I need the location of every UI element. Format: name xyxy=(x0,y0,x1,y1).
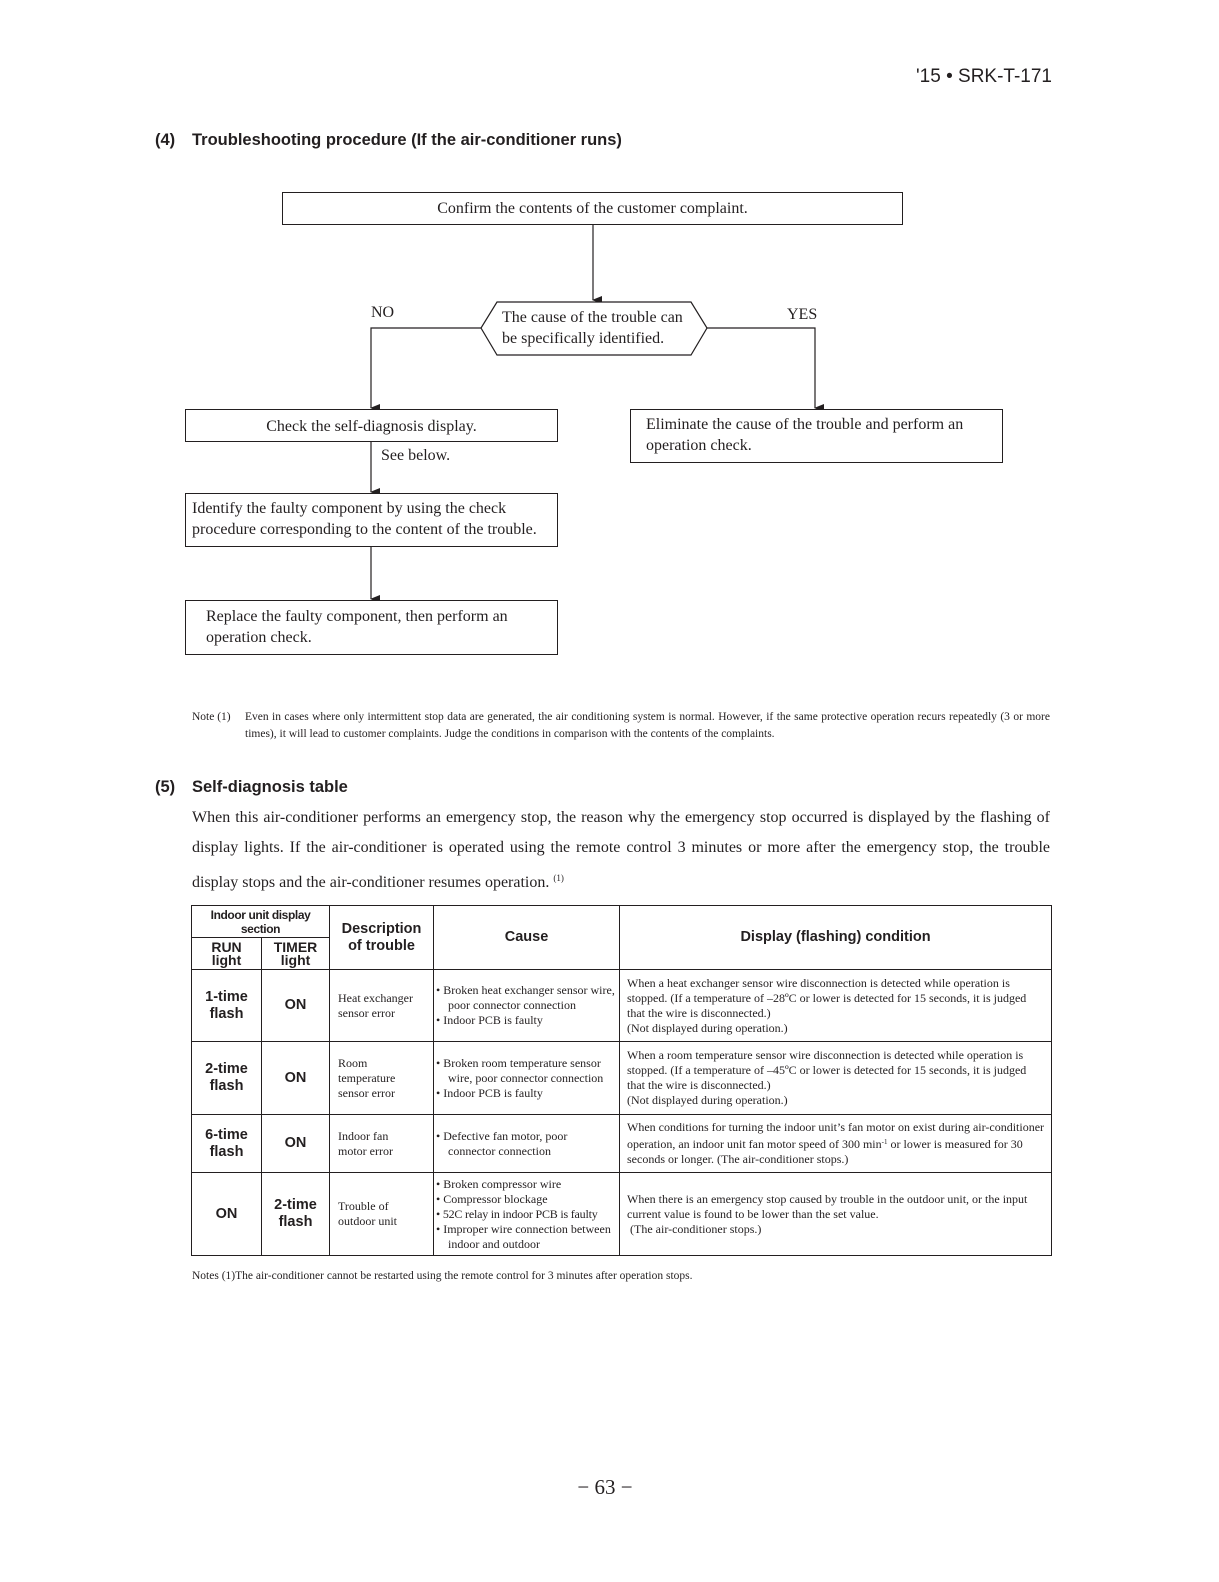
header-display-condition: Display (flashing) condition xyxy=(619,905,1053,970)
section-4-heading: (4) Troubleshooting procedure (If the ai… xyxy=(0,131,1219,151)
flow-eliminate-line2: operation check. xyxy=(646,437,752,454)
flow-see-below-label: See below. xyxy=(381,447,451,464)
section-5-title: Self-diagnosis table xyxy=(192,778,348,796)
note-1: Note (1) Even in cases where only interm… xyxy=(192,709,1050,742)
table-row: 1-time flash ON Heat exchanger sensor er… xyxy=(191,969,1053,1042)
header-timer-light: TIMER light xyxy=(260,937,331,970)
flow-identify-line2: procedure corresponding to the content o… xyxy=(192,521,537,538)
table-notes: Notes (1)The air-conditioner cannot be r… xyxy=(192,1270,693,1282)
flowchart-connectors xyxy=(370,225,824,603)
description-cell: Room temperature sensor error xyxy=(329,1041,435,1115)
display-condition-cell: When conditions for turning the indoor u… xyxy=(619,1114,1053,1173)
header-indoor-unit-display-section: Indoor unit display section xyxy=(190,905,331,938)
flow-check-display-text: Check the self-diagnosis display. xyxy=(266,418,477,435)
run-light-cell: 6-time flash xyxy=(191,1114,262,1173)
cause-cell: • Broken compressor wire • Compressor bl… xyxy=(433,1172,621,1256)
header-description-of-trouble: Description of trouble xyxy=(329,905,435,970)
self-diagnosis-table: Indoor unit display section Description … xyxy=(190,905,1053,1256)
flow-box-replace: Replace the faulty component, then perfo… xyxy=(185,600,558,655)
flow-eliminate-line1: Eliminate the cause of the trouble and p… xyxy=(646,416,964,433)
timer-light-cell: 2-time flash xyxy=(260,1172,331,1256)
section-5-number: (5) xyxy=(155,778,176,796)
description-cell: Heat exchanger sensor error xyxy=(329,969,435,1042)
flow-decision-text: The cause of the trouble can be specific… xyxy=(502,307,683,349)
run-light-cell: 1-time flash xyxy=(191,969,262,1042)
timer-light-cell: ON xyxy=(260,1114,331,1173)
table-row: ON 2-time flash Trouble of outdoor unit … xyxy=(191,1172,1053,1256)
run-light-cell: ON xyxy=(191,1172,262,1256)
table-row: 6-time flash ON Indoor fan motor error •… xyxy=(191,1114,1053,1173)
flow-decision-line2: be specifically identified. xyxy=(502,330,665,347)
section-5-intro-ref: (1) xyxy=(553,873,564,883)
table-subheader-row: RUN light TIMER light xyxy=(191,937,1052,970)
header-run-light: RUN light xyxy=(191,937,262,970)
flow-confirm-text: Confirm the contents of the customer com… xyxy=(437,200,748,217)
table-header-row: Indoor unit display section Description … xyxy=(190,905,1053,970)
note-1-text: Even in cases where only intermittent st… xyxy=(245,711,1050,740)
timer-light-cell: ON xyxy=(260,969,331,1042)
flow-box-identify: Identify the faulty component by using t… xyxy=(185,493,558,547)
note-1-label: Note (1) xyxy=(192,711,231,723)
arrow-no-branch xyxy=(370,327,481,412)
page-number: − 63 − xyxy=(577,1475,633,1499)
document-id: '15 • SRK-T-171 xyxy=(916,66,1052,87)
flow-replace-line2: operation check. xyxy=(206,629,312,646)
flow-replace-line1: Replace the faulty component, then perfo… xyxy=(206,608,508,625)
cause-cell: • Broken room temperature sensor wire, p… xyxy=(433,1041,621,1115)
section-5-heading: (5) Self-diagnosis table xyxy=(0,778,1219,798)
description-cell: Indoor fan motor error xyxy=(329,1114,435,1173)
display-condition-cell: When there is an emergency stop caused b… xyxy=(619,1172,1053,1256)
flow-identify-line1: Identify the faulty component by using t… xyxy=(192,500,507,517)
flow-box-eliminate: Eliminate the cause of the trouble and p… xyxy=(630,409,1003,463)
header-cause: Cause xyxy=(433,905,621,970)
section-5-intro-text: When this air-conditioner performs an em… xyxy=(192,809,1050,891)
display-condition-cell: When a room temperature sensor wire disc… xyxy=(619,1041,1053,1115)
arrow-yes-branch xyxy=(707,327,824,412)
flow-yes-label: YES xyxy=(787,306,818,323)
flow-no-label: NO xyxy=(371,304,395,321)
cause-cell: • Broken heat exchanger sensor wire, poo… xyxy=(433,969,621,1042)
flow-box-check-display: Check the self-diagnosis display. xyxy=(185,409,558,442)
flow-box-confirm: Confirm the contents of the customer com… xyxy=(282,192,903,225)
section-4-title: Troubleshooting procedure (If the air-co… xyxy=(192,131,622,149)
timer-light-cell: ON xyxy=(260,1041,331,1115)
table-row: 2-time flash ON Room temperature sensor … xyxy=(191,1041,1053,1115)
section-4-number: (4) xyxy=(155,131,176,149)
section-5-intro: When this air-conditioner performs an em… xyxy=(192,803,1050,898)
flow-decision-line1: The cause of the trouble can xyxy=(502,309,683,326)
run-light-cell: 2-time flash xyxy=(191,1041,262,1115)
description-cell: Trouble of outdoor unit xyxy=(329,1172,435,1256)
cause-cell: • Defective fan motor, poor connector co… xyxy=(433,1114,621,1173)
display-condition-cell: When a heat exchanger sensor wire discon… xyxy=(619,969,1053,1042)
